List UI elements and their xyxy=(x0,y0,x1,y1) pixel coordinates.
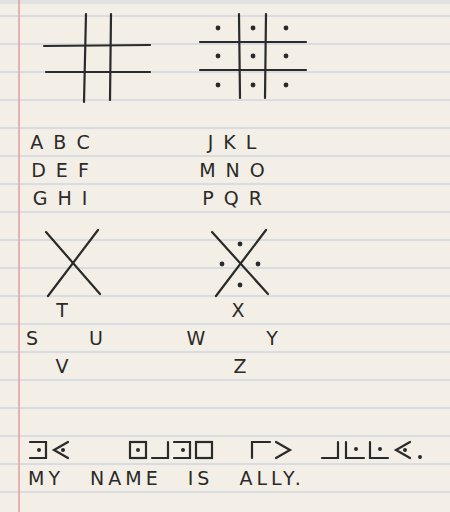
cipher-period xyxy=(418,455,422,459)
cipher-symbol xyxy=(370,442,388,458)
grid-dot xyxy=(251,26,256,31)
ruled-line xyxy=(0,268,450,269)
cipher-dot xyxy=(354,447,358,451)
grid-dot xyxy=(284,26,289,31)
ruled-line xyxy=(0,128,450,129)
ruled-line xyxy=(0,16,450,17)
grid-line xyxy=(46,71,150,73)
grid-dot xyxy=(284,54,289,59)
grid-line xyxy=(200,41,306,43)
x-dot xyxy=(220,262,225,267)
key-letter: X xyxy=(231,299,244,321)
ruled-line xyxy=(0,212,450,213)
cipher-dot xyxy=(37,448,41,452)
ruled-lines xyxy=(0,16,450,492)
cipher-dot xyxy=(136,448,140,452)
grid-dot xyxy=(216,54,221,59)
cipher-dot xyxy=(181,448,185,452)
key-letters: D E F xyxy=(31,159,89,181)
ruled-line xyxy=(0,324,450,325)
cipher-symbol xyxy=(30,442,46,458)
key-letters: A B C xyxy=(30,131,89,153)
cipher-symbol xyxy=(196,442,212,458)
margin-line xyxy=(18,0,20,512)
grid-line xyxy=(44,45,150,46)
ruled-line xyxy=(0,44,450,45)
cipher-dot xyxy=(378,447,382,451)
key-letter: T xyxy=(56,299,68,321)
ruled-line xyxy=(0,492,450,493)
grid-dot xyxy=(251,54,256,59)
key-letter: S xyxy=(26,327,38,349)
plaintext-message: MY NAME IS ALLY. xyxy=(28,467,305,489)
grid-dot xyxy=(216,26,221,31)
cipher-symbol xyxy=(276,442,290,458)
ruled-line xyxy=(0,352,450,353)
ruled-line xyxy=(0,380,450,381)
key-letters: J K L xyxy=(208,131,257,153)
grid-dot xyxy=(251,83,256,88)
key-letter: Z xyxy=(233,355,246,377)
top-edge xyxy=(0,0,450,4)
cipher-symbol xyxy=(396,442,410,458)
key-letters: P Q R xyxy=(202,187,262,209)
key-letters: G H I xyxy=(33,187,88,209)
grid-line xyxy=(200,69,306,71)
ruled-line xyxy=(0,72,450,73)
key-letters: M N O xyxy=(199,159,265,181)
cipher-symbol xyxy=(252,442,270,458)
grid-line xyxy=(265,14,266,98)
cipher-symbol xyxy=(346,442,364,458)
ruled-line xyxy=(0,240,450,241)
x-dot xyxy=(238,242,243,247)
grid-line xyxy=(110,14,111,100)
cipher-symbol xyxy=(322,442,338,458)
x-dot xyxy=(256,262,261,267)
ruled-line xyxy=(0,184,450,185)
ruled-line xyxy=(0,464,450,465)
x-line xyxy=(216,230,266,296)
grid-dot xyxy=(284,83,289,88)
ink-dots xyxy=(37,26,422,459)
cipher-symbol xyxy=(152,442,168,458)
cipher-dot xyxy=(61,448,65,452)
cipher-symbol xyxy=(54,442,68,458)
ruled-line xyxy=(0,408,450,409)
x-line xyxy=(48,230,98,296)
grid-dot xyxy=(216,83,221,88)
ruled-line xyxy=(0,100,450,101)
ruled-line xyxy=(0,436,450,437)
key-letter: V xyxy=(56,355,69,377)
key-letter: Y xyxy=(266,327,278,349)
cipher-dot xyxy=(403,448,407,452)
key-letter: U xyxy=(89,327,103,349)
grid-line xyxy=(84,14,86,102)
ruled-line xyxy=(0,296,450,297)
cipher-symbol xyxy=(174,442,190,458)
ink-drawing xyxy=(30,14,410,458)
ruled-line xyxy=(0,156,450,157)
x-dot xyxy=(238,283,243,288)
cipher-symbol xyxy=(130,442,146,458)
key-letter: W xyxy=(187,327,206,349)
grid-line xyxy=(239,14,240,98)
